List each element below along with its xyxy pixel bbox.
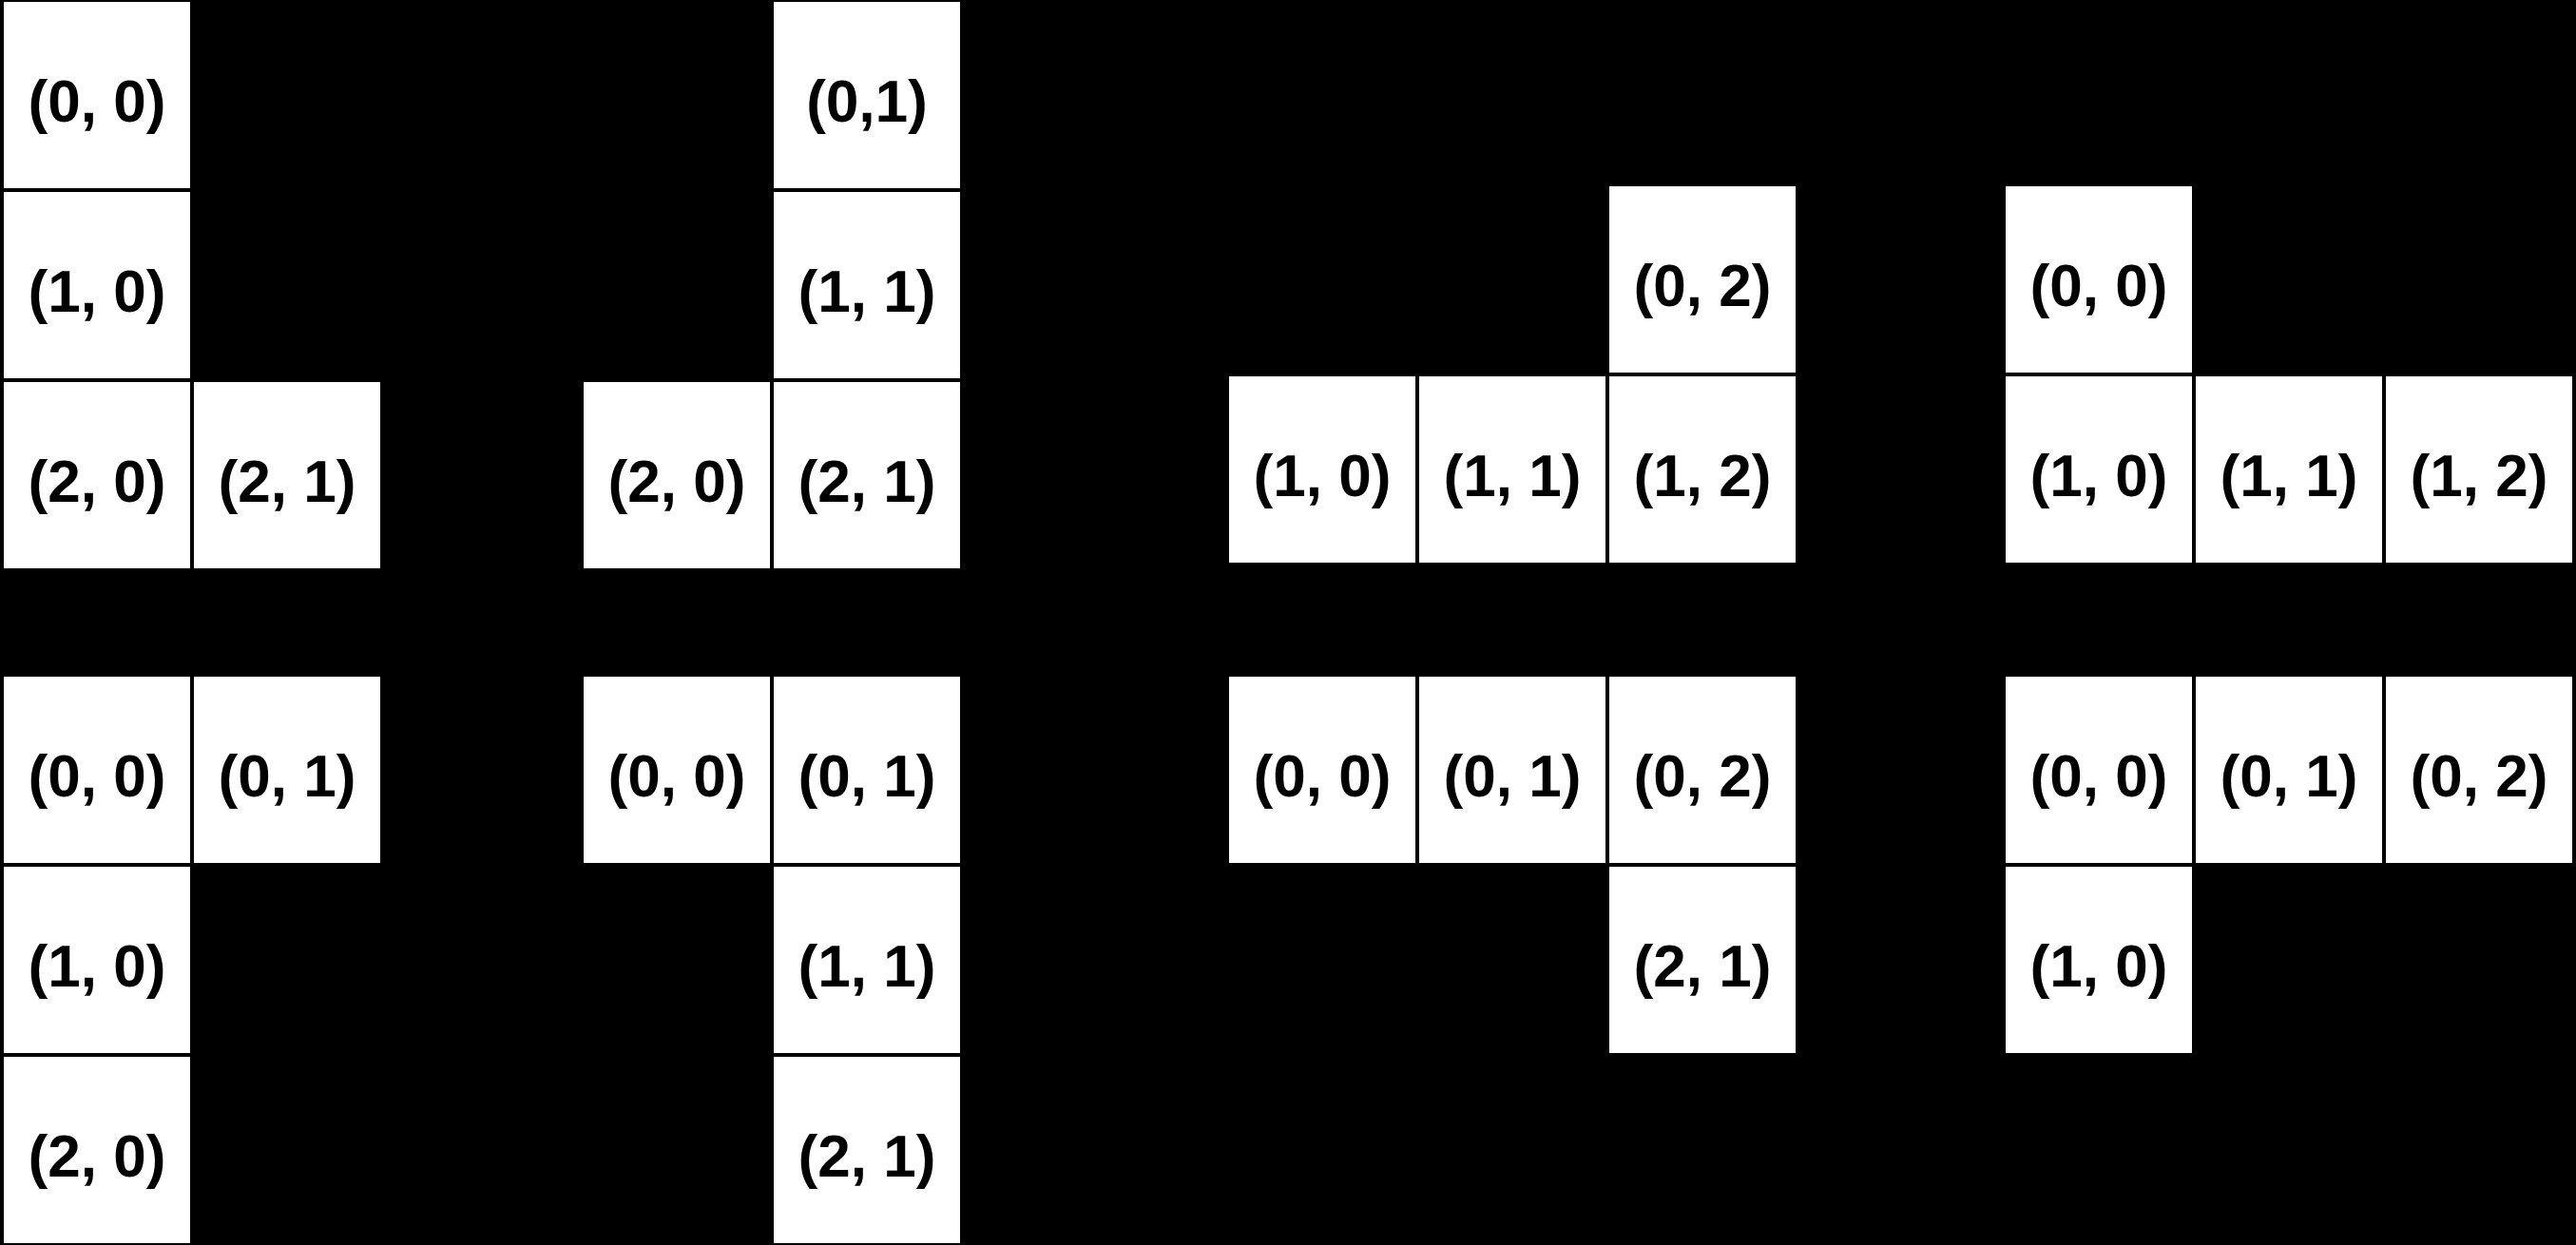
grid-cell-r1-c0: (1, 0) [4, 867, 190, 1053]
grid-cell-r0-c1: (0, 1) [1419, 677, 1605, 863]
grid-cell-r1-c0: (1, 0) [1229, 376, 1415, 563]
grid-cell-r1-c0: (1, 0) [4, 192, 190, 378]
piece-orientation-1: (0, 0)(1, 0)(2, 0)(2, 1) [4, 2, 380, 568]
grid-cell-r0-c1: (0, 1) [194, 677, 380, 863]
grid-cell-r2-c0: (2, 0) [4, 382, 190, 568]
grid-cell-r0-c2: (0, 2) [1609, 186, 1796, 373]
grid-cell-r0-c2: (0, 2) [2386, 677, 2572, 863]
grid-cell-r1-c2: (1, 2) [2386, 376, 2572, 563]
grid-cell-r1-c1: (1, 1) [774, 867, 960, 1053]
grid-cell-r1-c1: (1, 1) [2196, 376, 2382, 563]
piece-orientation-7: (0, 0)(0, 1)(0, 2)(2, 1) [1229, 677, 1796, 1053]
grid-cell-r0-c0: (0, 0) [4, 677, 190, 863]
grid-cell-r2-c1: (2, 1) [194, 382, 380, 568]
grid-cell-r0-c1: (0,1) [774, 2, 960, 188]
grid-cell-r1-c2: (2, 1) [1609, 867, 1796, 1053]
grid-cell-r0-c0: (0, 0) [1229, 677, 1415, 863]
piece-orientation-3: (0, 2) (1, 0)(1, 1)(1, 2) [1229, 186, 1796, 563]
grid-cell-r0-c2: (0, 2) [1609, 677, 1796, 863]
piece-orientation-6: (0, 0)(0, 1)(1, 1)(2, 1) [584, 677, 960, 1243]
grid-cell-r2-c0: (2, 0) [4, 1057, 190, 1243]
grid-cell-r2-c1: (2, 1) [774, 1057, 960, 1243]
piece-orientation-8: (0, 0)(0, 1)(0, 2) (1, 0) [2006, 677, 2572, 1053]
grid-cell-r0-c0: (0, 0) [584, 677, 770, 863]
grid-cell-r1-c0: (1, 0) [2006, 376, 2192, 563]
piece-orientation-5: (0, 0)(0, 1)(1, 0)(2, 0) [4, 677, 380, 1243]
grid-cell-r0-c0: (0, 0) [2006, 677, 2192, 863]
grid-cell-r1-c1: (1, 1) [774, 192, 960, 378]
grid-cell-r0-c0: (0, 0) [4, 2, 190, 188]
grid-cell-r1-c0: (1, 0) [2006, 867, 2192, 1053]
grid-cell-r1-c1: (1, 1) [1419, 376, 1605, 563]
grid-cell-r0-c1: (0, 1) [2196, 677, 2382, 863]
grid-cell-r0-c0: (0, 0) [2006, 186, 2192, 373]
piece-orientation-4: (0, 0)(1, 0)(1, 1)(1, 2) [2006, 186, 2572, 563]
piece-orientation-2: (0,1)(1, 1)(2, 0)(2, 1) [584, 2, 960, 568]
grid-cell-r1-c2: (1, 2) [1609, 376, 1796, 563]
grid-cell-r2-c0: (2, 0) [584, 382, 770, 568]
grid-cell-r0-c1: (0, 1) [774, 677, 960, 863]
grid-cell-r2-c1: (2, 1) [774, 382, 960, 568]
